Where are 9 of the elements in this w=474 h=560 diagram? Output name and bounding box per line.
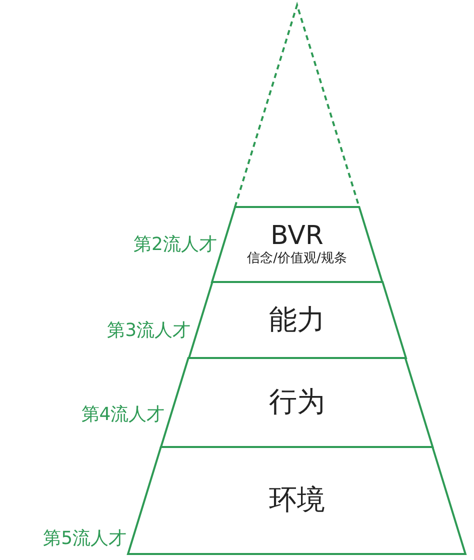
level-title: 能力 xyxy=(268,304,325,336)
level-title: 环境 xyxy=(268,485,325,516)
level-subtitle: 信念/价值观/规条 xyxy=(247,251,347,267)
level-label: 第5流人才 xyxy=(43,527,127,550)
level-label: 第2流人才 xyxy=(134,233,217,256)
level-title: BVR xyxy=(270,222,324,251)
level-label: 第4流人才 xyxy=(81,403,165,426)
level-label: 第3流人才 xyxy=(107,319,191,342)
level-title: 行为 xyxy=(268,387,325,418)
